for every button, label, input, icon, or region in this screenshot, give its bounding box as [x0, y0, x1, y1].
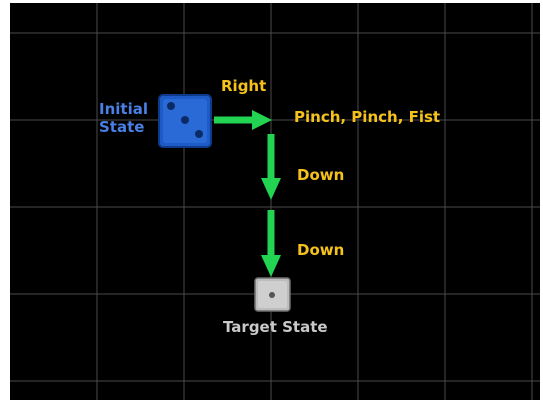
target-state-label: Target State	[223, 318, 328, 336]
die-pip	[195, 130, 203, 138]
move-down-label: Down	[297, 241, 345, 259]
die-pip	[269, 292, 275, 298]
initial-state-label-line2: State	[99, 118, 145, 136]
arrow-right	[214, 110, 272, 130]
initial-state-die	[158, 94, 212, 148]
move-down-label: Down	[297, 166, 345, 184]
die-pip	[167, 102, 175, 110]
grid-panel	[10, 3, 540, 400]
target-state-die	[254, 277, 291, 312]
arrow-down-1	[261, 134, 281, 200]
move-right-label: Right	[221, 77, 267, 95]
grid-lines	[10, 3, 540, 400]
arrow-down-2	[261, 210, 281, 277]
gestures-label: Pinch, Pinch, Fist	[294, 108, 441, 126]
initial-state-label-line1: Initial	[99, 100, 148, 118]
initial-state-label: Initial State	[99, 100, 148, 136]
die-pip	[181, 116, 189, 124]
